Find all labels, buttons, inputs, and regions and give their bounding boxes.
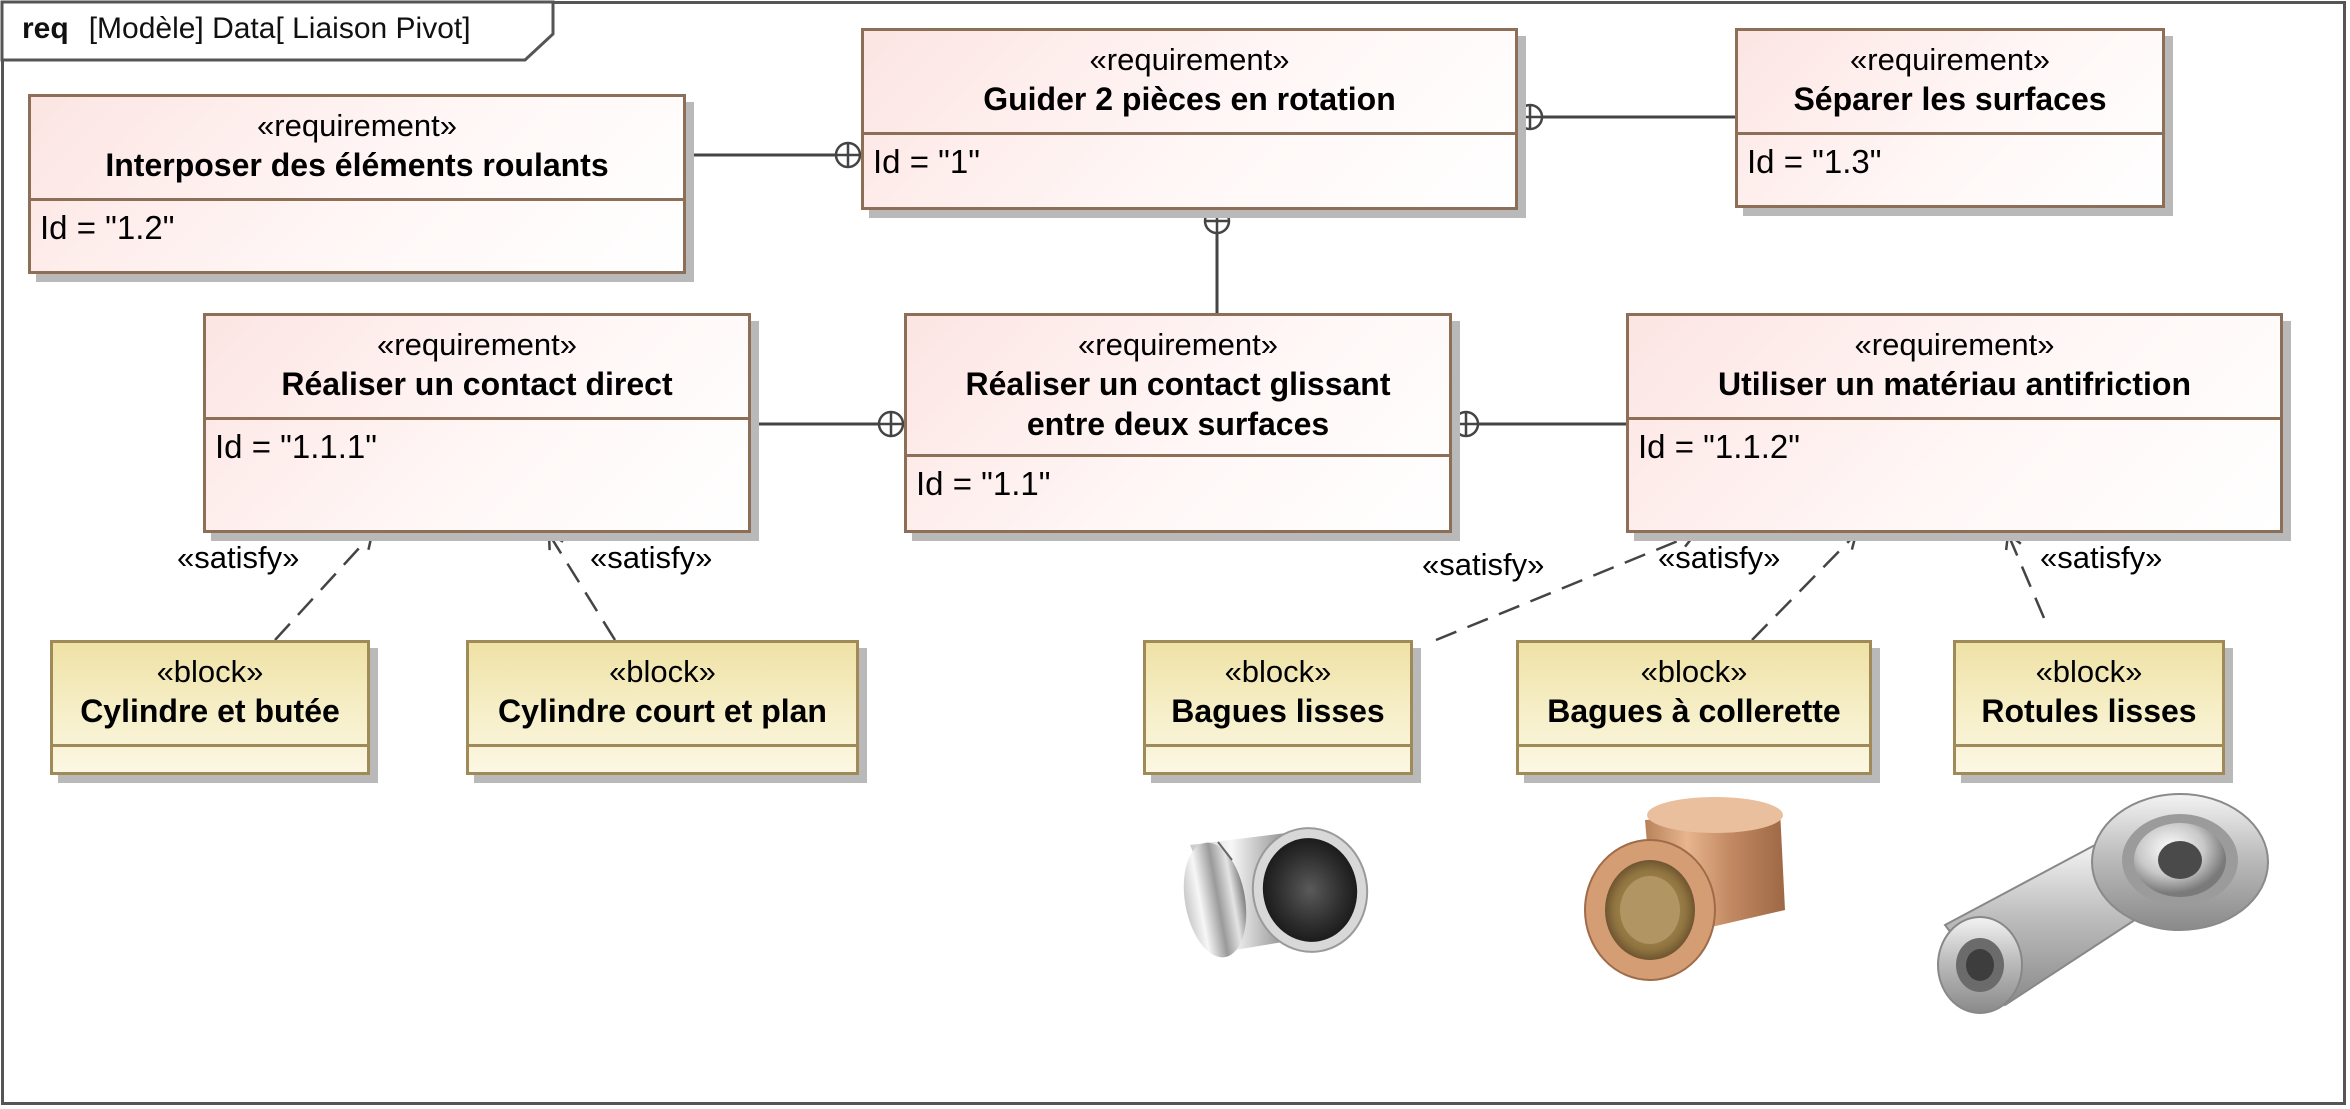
block-name: Bagues à collerette [1547, 693, 1841, 729]
frame-title: [Modèle] Data[ Liaison Pivot] [88, 12, 471, 45]
requirement-id: Id = "1.1.1" [215, 428, 377, 465]
requirement-name: Séparer les surfaces [1793, 81, 2107, 117]
satisfy-arrow-bagues-lisses [1435, 530, 1698, 642]
frame-tab-label: req [Modèle] Data[ Liaison Pivot] [22, 12, 471, 46]
satisfy-label: «satisfy» [1658, 540, 1781, 575]
stereotype-label: «requirement» [1854, 327, 2055, 362]
requirement-id: Id = "1.2" [40, 209, 175, 246]
containment-icon [834, 141, 862, 169]
requirement-1.3[interactable]: «requirement» Séparer les surfaces Id = … [1735, 28, 2165, 208]
satisfy-label: «satisfy» [590, 540, 713, 575]
stereotype-label: «block» [1224, 654, 1332, 689]
stereotype-label: «requirement» [1850, 42, 2050, 77]
containment-icon [1516, 103, 1544, 131]
block-cylindre-court-et-plan[interactable]: «block» Cylindre court et plan [466, 640, 859, 775]
plain-bushing-image [1183, 827, 1369, 958]
block-name: Cylindre court et plan [498, 693, 827, 729]
satisfy-label: «satisfy» [2040, 540, 2163, 575]
block-rotules-lisses[interactable]: «block» Rotules lisses [1953, 640, 2225, 775]
requirement-name-line1: Réaliser un contact glissant [965, 366, 1391, 402]
stereotype-label: «requirement» [257, 108, 457, 143]
requirement-1[interactable]: «requirement» Guider 2 pièces en rotatio… [861, 28, 1518, 210]
block-name: Bagues lisses [1171, 693, 1385, 729]
satisfy-arrow-cylindre-butee [274, 532, 374, 641]
requirement-name: Utiliser un matériau antifriction [1718, 366, 2191, 402]
containment-icon [1203, 207, 1231, 235]
containment-icon [1452, 410, 1480, 438]
requirement-1.2[interactable]: «requirement» Interposer des éléments ro… [28, 94, 686, 274]
satisfy-label: «satisfy» [1422, 547, 1545, 582]
requirement-1.1[interactable]: «requirement» Réaliser un contact glissa… [904, 313, 1452, 533]
stereotype-label: «requirement» [1078, 327, 1278, 362]
requirement-1.1.1[interactable]: «requirement» Réaliser un contact direct… [203, 313, 751, 533]
requirement-name: Réaliser un contact direct [281, 366, 673, 402]
block-name: Cylindre et butée [80, 693, 340, 729]
frame-keyword: req [22, 12, 69, 45]
stereotype-label: «block» [609, 654, 716, 689]
block-bagues-lisses[interactable]: «block» Bagues lisses [1143, 640, 1413, 775]
block-bagues-a-collerette[interactable]: «block» Bagues à collerette [1516, 640, 1872, 775]
block-name: Rotules lisses [1981, 693, 2197, 729]
satisfy-label: «satisfy» [177, 540, 300, 575]
stereotype-label: «block» [156, 654, 264, 689]
requirement-1.1.2[interactable]: «requirement» Utiliser un matériau antif… [1626, 313, 2283, 533]
satisfy-arrow-cylindre-court [547, 531, 617, 641]
stereotype-label: «block» [2035, 654, 2143, 689]
requirement-id: Id = "1" [873, 143, 980, 180]
rod-end-spherical-bearing-image [1937, 793, 2269, 1014]
requirement-name: Guider 2 pièces en rotation [983, 81, 1396, 117]
stereotype-label: «requirement» [1089, 42, 1290, 77]
containment-icon [877, 410, 905, 438]
requirement-id: Id = "1.1.2" [1638, 428, 1800, 465]
stereotype-label: «requirement» [377, 327, 577, 362]
satisfy-arrow-bagues-collerette [1751, 532, 1858, 641]
stereotype-label: «block» [1640, 654, 1748, 689]
satisfy-arrow-rotules [2004, 531, 2046, 619]
block-cylindre-et-butee[interactable]: «block» Cylindre et butée [50, 640, 370, 775]
frame-tab [0, 0, 555, 62]
requirement-id: Id = "1.3" [1747, 143, 1882, 180]
flanged-bronze-bushing-image [1584, 797, 1785, 981]
requirement-name: Interposer des éléments roulants [105, 147, 609, 183]
requirement-name-line2: entre deux surfaces [1026, 406, 1330, 442]
requirement-id: Id = "1.1" [916, 465, 1051, 502]
